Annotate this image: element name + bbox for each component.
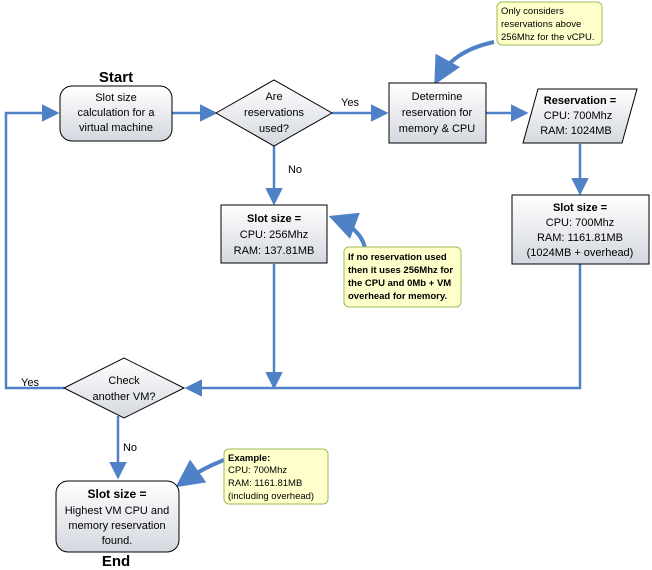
note-bottom-line-2: RAM: 1161.81MB xyxy=(228,478,302,489)
end-label: End xyxy=(102,553,130,570)
slot-calc-line-3: virtual machine xyxy=(79,122,153,134)
check-another-vm-decision: Check another VM? xyxy=(62,357,186,419)
note-bottom-line-1: CPU: 700Mhz xyxy=(228,465,287,476)
slot-default-ram: RAM: 137.81MB xyxy=(234,245,315,257)
note-bottom-title: Example: xyxy=(228,453,270,464)
check-line-1: Check xyxy=(108,375,140,387)
reservation-data-node: Reservation = CPU: 700Mhz RAM: 1024MB xyxy=(522,88,638,144)
note-top-line-3: 256Mhz for the vCPU. xyxy=(501,32,594,43)
note-middle-line-1: If no reservation used xyxy=(348,252,447,263)
arrow-slot-reserved-to-merge xyxy=(184,264,582,397)
final-line-2: memory reservation xyxy=(68,520,165,532)
note-middle-line-2: then it uses 256Mhz for xyxy=(348,265,453,276)
slot-reserved-ram: RAM: 1161.81MB xyxy=(537,232,623,244)
note-middle: If no reservation used then it uses 256M… xyxy=(343,246,462,308)
determine-line-2: reservation for xyxy=(402,107,473,119)
slot-calc-line-2: calculation for a xyxy=(77,107,155,119)
slot-reserved-ram-detail: (1024MB + overhead) xyxy=(527,247,634,259)
final-line-1: Highest VM CPU and xyxy=(65,505,170,517)
slot-calculation-node: Slot size calculation for a virtual mach… xyxy=(59,85,173,142)
final-slot-size-node: Slot size = Highest VM CPU and memory re… xyxy=(55,480,180,553)
slot-size-default-node: Slot size = CPU: 256Mhz RAM: 137.81MB xyxy=(220,204,328,264)
callout-arrow-middle xyxy=(328,212,367,249)
reservation-cpu: CPU: 700Mhz xyxy=(544,110,612,122)
slot-reserved-cpu: CPU: 700Mhz xyxy=(546,217,614,229)
note-top-line-2: reservations above xyxy=(501,19,581,30)
slot-calc-line-1: Slot size xyxy=(95,92,137,104)
reservation-ram: RAM: 1024MB xyxy=(540,125,612,137)
arrow-check-yes-loop xyxy=(4,104,64,390)
start-label: Start xyxy=(99,69,133,86)
decision-line-3: used? xyxy=(259,123,289,135)
final-line-3: found. xyxy=(102,535,133,547)
slot-default-cpu: CPU: 256Mhz xyxy=(240,229,308,241)
note-middle-line-4: overhead for memory. xyxy=(348,291,447,302)
decision-line-2: reservations xyxy=(244,107,304,119)
determine-line-3: memory & CPU xyxy=(399,123,475,135)
note-bottom-line-3: (including overhead) xyxy=(228,491,314,502)
slot-reserved-title: Slot size = xyxy=(553,202,607,214)
reservations-used-decision: Are reservations used? xyxy=(214,79,334,147)
note-bottom: Example: CPU: 700Mhz RAM: 1161.81MB (inc… xyxy=(223,448,329,505)
note-top: Only considers reservations above 256Mhz… xyxy=(496,1,603,46)
slot-size-reserved-node: Slot size = CPU: 700Mhz RAM: 1161.81MB (… xyxy=(511,194,650,265)
check-line-2: another VM? xyxy=(93,391,156,403)
callout-arrow-bottom xyxy=(175,458,225,488)
decision-line-1: Are xyxy=(265,91,282,103)
edge-label-no-check: No xyxy=(123,442,137,454)
edge-label-yes-reservation: Yes xyxy=(341,97,359,109)
edge-label-yes-check: Yes xyxy=(21,377,39,389)
callout-arrows xyxy=(175,40,495,488)
note-top-line-1: Only considers xyxy=(501,6,564,17)
edge-label-no-reservation: No xyxy=(288,164,302,176)
determine-reservation-node: Determine reservation for memory & CPU xyxy=(388,82,487,144)
determine-line-1: Determine xyxy=(412,91,463,103)
callout-arrow-top xyxy=(434,40,495,85)
note-middle-line-3: the CPU and 0Mb + VM xyxy=(348,278,451,289)
reservation-title: Reservation = xyxy=(544,95,616,107)
slot-default-title: Slot size = xyxy=(247,213,301,225)
connectors xyxy=(4,104,589,480)
final-title: Slot size = xyxy=(87,487,146,501)
